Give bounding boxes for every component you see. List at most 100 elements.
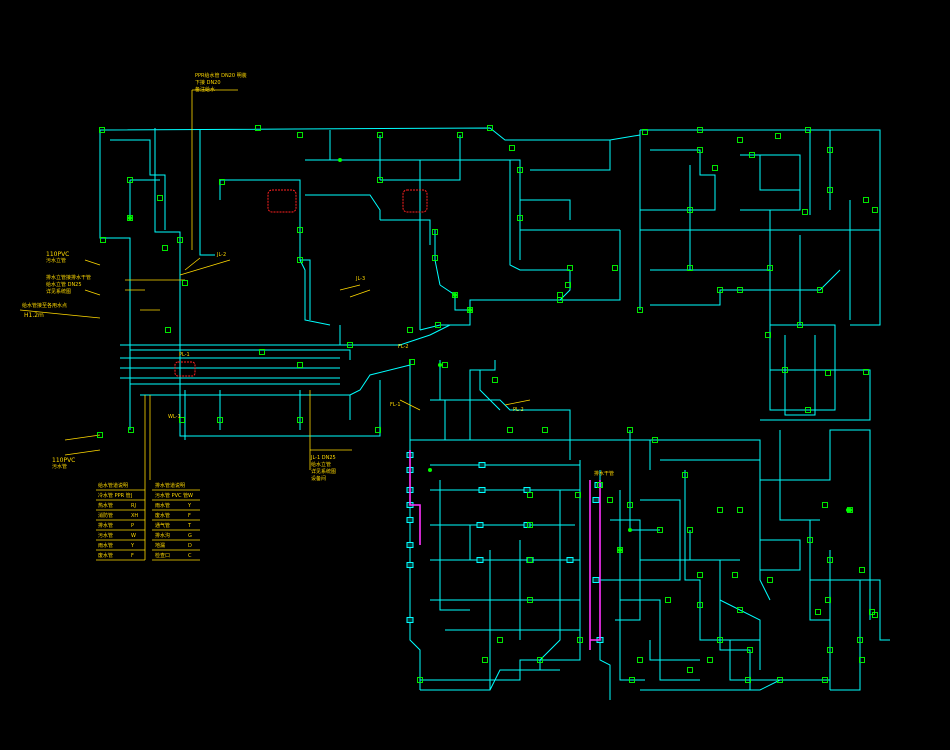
fitting-node-16	[432, 255, 438, 261]
fitting-node-58	[507, 427, 513, 433]
fitting-node-87	[629, 677, 635, 683]
pipe-run-28	[740, 154, 801, 211]
legend-left-item-5: 排水管	[98, 523, 114, 529]
fitting-node-37	[797, 322, 803, 328]
pipe-run-11	[305, 194, 381, 220]
pipe-run-25	[639, 130, 880, 231]
pipe-run-58	[619, 490, 645, 681]
fitting-node-20	[517, 215, 523, 221]
fitting-node-102	[617, 547, 623, 553]
fitting-node-21	[567, 265, 573, 271]
fixture-marker-4	[476, 557, 484, 563]
legend-right-item-3: 雨水管	[155, 503, 171, 509]
legend-left-item-8: 废水管	[98, 553, 114, 559]
fitting-node-33	[827, 187, 833, 193]
mid-callout-line-2: 给水立管	[311, 462, 332, 468]
fitting-node-117	[775, 133, 781, 139]
junction-dot-9	[618, 548, 622, 552]
fitting-node-107	[765, 332, 771, 338]
fitting-node-40	[872, 207, 878, 213]
fitting-node-75	[859, 567, 865, 573]
pipe-run-34	[769, 324, 836, 411]
fitting-node-9	[487, 125, 493, 131]
pipe-run-38	[120, 344, 380, 379]
fitting-node-119	[869, 609, 875, 615]
pipe-run-70	[810, 579, 890, 641]
top-callout-line-1: PPR给水管 DN20 明装	[195, 73, 247, 79]
fitting-node-25	[642, 129, 648, 135]
fitting-node-1	[99, 127, 105, 133]
legend-right-item-7: 地漏	[155, 543, 166, 549]
legend-left-code-5: W	[131, 533, 136, 539]
fitting-node-71	[822, 502, 828, 508]
drain-main-right	[589, 480, 601, 650]
mid-callout-line-4: 设备间	[311, 476, 327, 482]
legend-left-item-2: 冷水管 PPR 管	[98, 493, 131, 499]
fitting-node-95	[527, 557, 533, 563]
pipe-run-23	[609, 134, 641, 310]
drain-main-left	[409, 450, 421, 545]
legend-right-code-4: T	[188, 523, 192, 529]
fitting-node-120	[577, 637, 583, 643]
pipe-run-16	[439, 284, 620, 311]
fitting-node-109	[825, 370, 831, 376]
fitting-node-51	[409, 359, 415, 365]
pipe-run-75	[640, 679, 781, 691]
pipe-run-40	[140, 364, 411, 396]
pipe-run-61	[660, 459, 771, 601]
pipe-run-64	[684, 470, 760, 641]
fitting-node-13	[297, 257, 303, 263]
left-callout-height: H1.2m	[24, 312, 44, 319]
fitting-node-83	[737, 607, 743, 613]
fitting-node-6	[297, 132, 303, 138]
fixture-marker-3	[476, 522, 484, 528]
legend-left-code-3: XH	[131, 513, 139, 519]
fitting-node-93	[527, 492, 533, 498]
fitting-node-64	[737, 507, 743, 513]
fitting-node-10	[509, 145, 515, 151]
junction-dot-8	[628, 528, 632, 532]
fixture-marker-13	[406, 542, 414, 548]
pipe-run-55	[539, 490, 561, 670]
drain-main-tag: 排水干管	[594, 471, 615, 477]
fitting-node-27	[712, 165, 718, 171]
pipe-run-47	[409, 440, 421, 690]
pipe-run-50	[439, 480, 470, 611]
fitting-node-94	[527, 522, 533, 528]
pipe-run-14	[434, 230, 441, 286]
pipe-run-76	[649, 640, 700, 661]
pipe-run-13	[380, 135, 461, 330]
fitting-node-91	[777, 677, 783, 683]
fitting-node-116	[737, 137, 743, 143]
fitting-node-77	[857, 637, 863, 643]
fitting-node-110	[863, 369, 869, 375]
fixture-marker-15	[406, 617, 414, 623]
fitting-node-47	[297, 362, 303, 368]
fitting-node-100	[537, 657, 543, 663]
legend-left-item-4: 消防管	[98, 513, 114, 519]
legend-left-item-7: 雨水管	[98, 543, 114, 549]
riser-tag-fl2: FL-2	[398, 344, 409, 350]
pipe-run-51	[430, 524, 575, 560]
fitting-node-98	[482, 657, 488, 663]
fitting-node-39	[737, 287, 743, 293]
junction-dot-10	[428, 468, 432, 472]
pipe-run-41	[184, 390, 221, 440]
fitting-node-84	[665, 597, 671, 603]
fitting-node-70	[767, 577, 773, 583]
fitting-node-67	[687, 527, 693, 533]
fitting-node-50	[435, 322, 441, 328]
pipe-run-12	[299, 259, 331, 326]
pipe-run-72	[830, 580, 861, 691]
left-bottom-pipe-size: 110PVC	[52, 457, 76, 464]
fitting-node-66	[657, 527, 663, 533]
pipe-run-31	[769, 210, 801, 330]
junction-dot-1	[338, 158, 342, 162]
left-bottom-pipe-name: 污水管	[52, 464, 68, 470]
pipe-run-30	[809, 130, 831, 215]
legend-right-item-1: 排水管道说明	[155, 483, 186, 489]
left-callout-pipe-size: 110PVC	[46, 251, 70, 258]
legend-right-item-6: 排水沟	[155, 533, 171, 539]
